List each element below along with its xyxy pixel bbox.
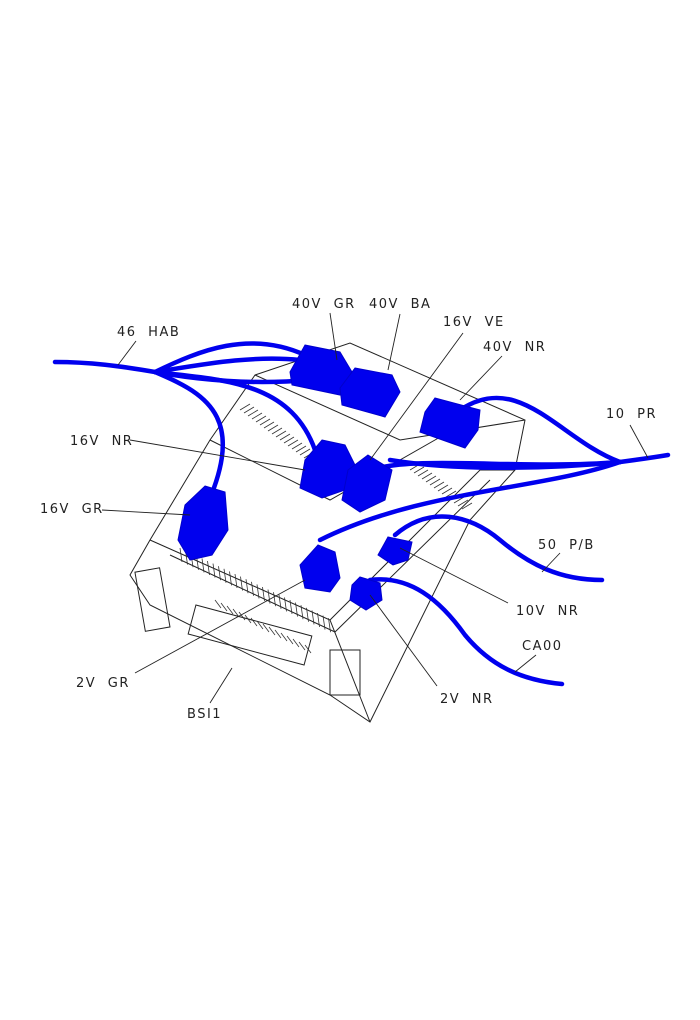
vent-slot (274, 629, 282, 639)
vent-slot (413, 466, 425, 474)
vent-slot (240, 576, 243, 591)
connector-16v-nr (299, 439, 356, 499)
vent-slot (262, 623, 270, 633)
vent-slot (433, 481, 445, 489)
vent-slot (259, 418, 271, 426)
vent-slot (273, 592, 276, 607)
label-10-pr: 10 PR (606, 407, 657, 422)
vent-slot (299, 448, 311, 456)
vent-slot (218, 566, 221, 581)
vent-slot (437, 484, 449, 492)
vent-slot (295, 445, 307, 453)
vent-slot (289, 599, 293, 615)
vent-slot (234, 573, 238, 589)
vent-slot (263, 421, 275, 429)
vent-slot (441, 487, 453, 495)
vent-slot (179, 547, 183, 563)
harness-ca00 (367, 577, 565, 687)
vent-slot (267, 589, 271, 604)
vent-slot (445, 490, 457, 498)
vent-slot (232, 608, 240, 618)
vent-slot (279, 433, 291, 441)
vent-slot (244, 614, 252, 624)
connector-40v-ba (339, 367, 401, 418)
vent-slot (220, 602, 228, 612)
vent-slot (417, 469, 429, 477)
connector-16v-gr (177, 485, 229, 561)
vent-slot (280, 632, 288, 642)
vent-slot (207, 560, 210, 576)
vent-slot (287, 439, 299, 447)
vent-slot (238, 611, 246, 621)
label-46-hab: 46 HAB (117, 325, 180, 340)
vent-slot (300, 605, 304, 620)
connector-16v-ve (341, 454, 393, 513)
connector-2v-nr (349, 576, 383, 611)
label-ca00: CA00 (522, 639, 563, 654)
vent-slot (291, 442, 303, 450)
bsi-unit-body (129, 342, 526, 723)
vent-slot (214, 599, 222, 609)
vent-slot (262, 586, 265, 602)
label-2v-nr: 2V NR (440, 692, 494, 707)
vent-slot (226, 605, 234, 615)
harness-46-hab (52, 341, 318, 523)
label-2v-gr: 2V GR (76, 676, 130, 691)
vent-slot (322, 615, 326, 630)
vent-slot (271, 427, 283, 435)
vent-slot (223, 568, 227, 583)
vent-slot (250, 617, 258, 627)
vent-slot (328, 618, 331, 633)
vent-slot (278, 594, 282, 609)
vent-slot (421, 472, 433, 480)
harness-50-pb (392, 514, 605, 583)
label-40v-gr: 40V GR (292, 297, 356, 312)
vent-slot (429, 478, 441, 486)
label-16v-ve: 16V VE (443, 315, 505, 330)
vent-slot (284, 597, 287, 612)
vent-slot (268, 626, 276, 636)
vent-slot (306, 607, 309, 622)
vent-slot (256, 584, 260, 599)
vent-slot (295, 602, 298, 617)
label-16v-nr: 16V NR (70, 434, 133, 449)
vent-slot (256, 620, 264, 630)
vent-slot (317, 612, 320, 628)
vent-slot (201, 558, 205, 573)
vent-slot (311, 610, 315, 625)
vent-slot (212, 563, 216, 578)
vent-slot (251, 581, 254, 596)
vent-slot (457, 499, 469, 507)
vent-slot (267, 424, 279, 432)
label-50-pb: 50 P/B (538, 538, 595, 553)
vent-slot (283, 436, 295, 444)
vent-slot (229, 571, 232, 586)
label-40v-ba: 40V BA (369, 297, 431, 312)
label-40v-nr: 40V NR (483, 340, 546, 355)
vent-slot (304, 644, 312, 654)
label-10v-nr: 10V NR (516, 604, 579, 619)
vent-slot (286, 635, 294, 645)
vent-slot (275, 430, 287, 438)
vent-slot (255, 415, 267, 423)
vent-slot (239, 403, 251, 411)
label-bsi1: BSI1 (187, 707, 222, 722)
connector-10v-nr (377, 536, 413, 566)
vent-slot (245, 579, 249, 594)
vent-slot (298, 641, 306, 651)
vent-slot (292, 638, 300, 648)
harness-10-pr (317, 395, 671, 543)
vent-slot (243, 406, 255, 414)
connector-2v-gr (299, 544, 341, 593)
vent-slot (425, 475, 437, 483)
connector-40v-nr (419, 397, 481, 449)
vent-slot (461, 502, 473, 510)
vent-slot (247, 409, 259, 417)
label-16v-gr: 16V GR (40, 502, 104, 517)
vent-slot (251, 412, 263, 420)
leader-lines (101, 312, 649, 704)
